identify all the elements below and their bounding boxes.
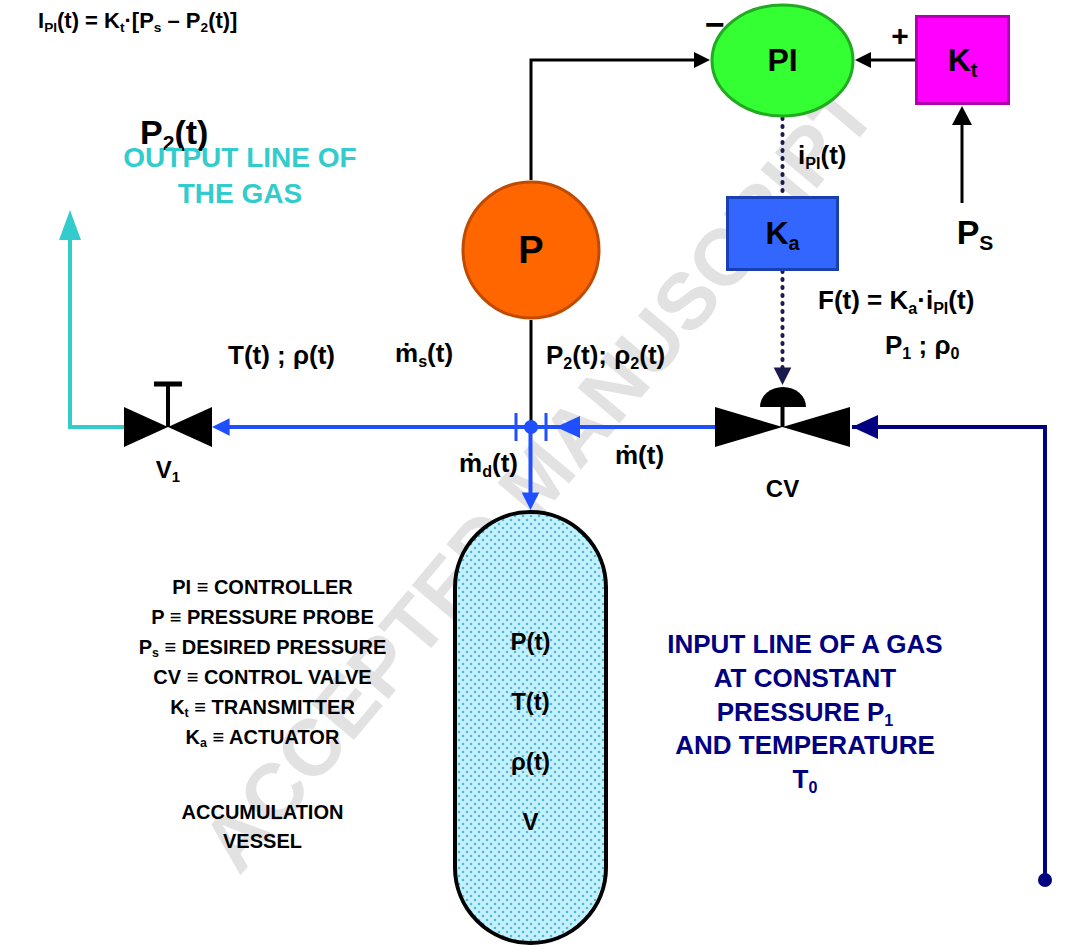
pressure-probe-circle: P (461, 180, 601, 320)
subscript: 1 (172, 469, 180, 485)
actuator-formula: F(t) = Ka·iPI(t) (818, 285, 1058, 316)
arrowhead (694, 52, 710, 68)
subscript: s (152, 646, 159, 660)
node-label: V1 (124, 456, 212, 484)
flow-rate: ṁ(t) (615, 440, 705, 471)
connector (531, 52, 710, 180)
valve-body (715, 407, 783, 447)
subscript: 2 (201, 20, 209, 35)
accumulation-vessel: P(t) T(t) ρ(t) V (453, 510, 608, 945)
subscript: a (908, 299, 917, 317)
arrowhead (855, 52, 871, 68)
vessel-caption: ACCUMULATION VESSEL (95, 798, 430, 856)
box-fill (917, 17, 1009, 104)
hand-valve: V1 (124, 380, 212, 450)
valve-body (783, 407, 851, 447)
connector (782, 118, 783, 196)
connector-line (531, 427, 716, 496)
input-line-note: INPUT LINE OF A GAS AT CONSTANT PRESSURE… (640, 628, 970, 797)
key-entry: Ka ≡ ACTUATOR (95, 725, 430, 749)
arrowhead (212, 418, 230, 436)
setpoint-arrowhead (952, 106, 972, 125)
subscript: 0 (808, 778, 817, 796)
subscript: 0 (951, 344, 960, 362)
controller-circle: PI (710, 3, 855, 118)
connector (774, 271, 792, 385)
node-label: P(t) (453, 628, 608, 656)
setpoint-wire (961, 122, 964, 203)
valve-body (124, 407, 168, 447)
node-label: P (518, 229, 543, 272)
subscript: t (120, 20, 125, 35)
key-entry: Kt ≡ TRANSMITTER (95, 695, 430, 719)
key-entry: PI ≡ CONTROLLER (95, 575, 430, 599)
connector-line (868, 59, 915, 62)
valve-stem (166, 384, 170, 427)
plus-sign: + (885, 18, 915, 54)
connector-line (781, 271, 785, 371)
key-entry: P ≡ PRESSURE PROBE (95, 605, 430, 629)
node-label: Kt (948, 42, 978, 79)
hand-valve-outline (124, 380, 212, 450)
subscript: 2 (563, 354, 572, 372)
probe-wire (530, 320, 533, 421)
accumulation-vessel-outline (453, 510, 608, 945)
ellipse-fill (712, 5, 853, 116)
actuator-box: Ka (726, 196, 839, 271)
control-law-formula: IPI(t) = Kt·[Ps – P2(t)] (38, 8, 418, 34)
setpoint-name: PS (925, 212, 1025, 253)
subscript: a (789, 232, 800, 254)
output-line-note: OUTPUT LINE OF THE GAS (80, 140, 400, 213)
valve-stem (781, 407, 785, 427)
subscript: 2 (630, 354, 639, 372)
subscript: t (971, 58, 978, 80)
subscript: PI (933, 299, 948, 317)
valve-body (168, 407, 212, 447)
output-arrowhead (59, 210, 81, 240)
subscript: t (185, 706, 189, 720)
flow-rate: ṁs(t) (395, 338, 485, 369)
minus-sign: − (700, 4, 730, 45)
node-label: CV (715, 475, 850, 503)
arrowhead (774, 367, 792, 385)
ellipse-fill (463, 182, 599, 318)
node-label: Ka (765, 215, 799, 252)
vessel-body (455, 512, 606, 943)
control-valve-outline (715, 385, 850, 469)
subscript: 1 (902, 344, 911, 362)
subscript: PI (44, 20, 57, 35)
state-variables: T(t) ; ρ(t) (228, 340, 398, 371)
connector (522, 427, 715, 510)
actuator-dome (760, 387, 806, 407)
subscript: d (482, 462, 492, 480)
key-entry: Ps ≡ DESIRED PRESSURE (95, 635, 430, 659)
connector-line (531, 60, 697, 180)
connector (855, 52, 915, 68)
control-valve: CV (715, 385, 850, 469)
output-pipe (70, 238, 124, 427)
state-variables: P2(t); ρ2(t) (546, 340, 726, 371)
subscript: 1 (884, 710, 893, 728)
arrowhead (522, 492, 540, 510)
node-label: ρ(t) (453, 748, 608, 776)
key-entry: CV ≡ CONTROL VALVE (95, 665, 430, 689)
connector-line (781, 118, 785, 196)
node-label: T(t) (453, 688, 608, 716)
subscript: S (979, 231, 993, 254)
signal-name: iPI(t) (798, 140, 898, 171)
flow-rate: ṁd(t) (428, 448, 518, 479)
box-fill (728, 198, 838, 270)
subscript: s (154, 20, 162, 35)
transmitter-box: Kt (915, 15, 1010, 105)
input-source-dot (1038, 873, 1052, 887)
node-label: PI (767, 42, 797, 79)
subscript: a (200, 736, 207, 750)
subscript: PI (805, 154, 820, 172)
node-label: V (453, 808, 608, 836)
subscript: s (418, 352, 427, 370)
input-arrowhead (852, 415, 878, 439)
state-variables: P1 ; ρ0 (885, 330, 1055, 361)
